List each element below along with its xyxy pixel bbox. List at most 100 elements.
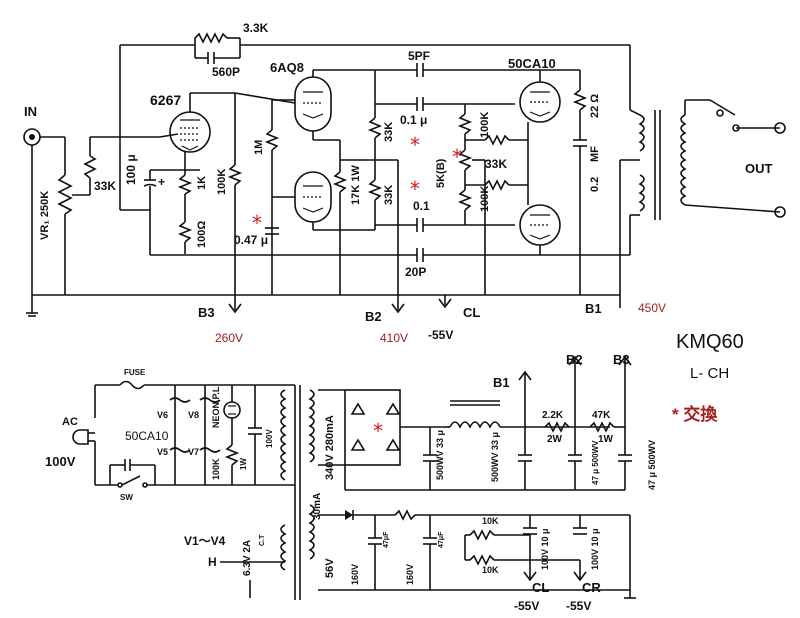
- resistor-2w-label: 2W: [547, 434, 563, 445]
- cap-10u-b-label: 100V 10 μ: [590, 528, 600, 570]
- resistor-33k-plate-b: [367, 179, 383, 201]
- cap-047u-label: 0.47 μ: [234, 233, 268, 247]
- pot-10k-b: [469, 554, 495, 566]
- cap-160v-a-label: 160V: [350, 564, 360, 585]
- resistor-2-2k: [544, 421, 570, 433]
- cap-5pf-label: 5PF: [408, 49, 430, 63]
- cap-560p-label: 560P: [212, 65, 240, 79]
- cap-47uf-b-label: 47μF: [438, 531, 445, 548]
- output-terminal-hot: [774, 122, 786, 134]
- tube-6267: [169, 111, 211, 153]
- resistor-1m-label: 1M: [253, 140, 265, 155]
- ac-label: AC: [62, 416, 78, 428]
- resistor-3-3k-label: 3.3K: [243, 21, 269, 35]
- resistor-33k-plate-a: [367, 117, 383, 139]
- supply-b2-label: B2: [365, 309, 382, 324]
- legend-exchange: * 交換: [672, 404, 718, 424]
- pot-10k-a-label: 10K: [482, 516, 499, 526]
- resistor-100k-v1-label: 100K: [216, 169, 228, 195]
- voltage-260v: 260V: [215, 331, 243, 345]
- resistor-100k-grid-a: [457, 113, 473, 135]
- power-transformer: [280, 385, 315, 600]
- fuse: [119, 380, 145, 390]
- svg-text:*: *: [373, 419, 383, 443]
- resistor-1k-label: 1K: [196, 176, 208, 190]
- resistor-17k-1w: [332, 171, 348, 193]
- cap-01u-upper-label: 0.1 μ: [400, 113, 427, 127]
- resistor-33k-a-label: 33K: [383, 122, 395, 142]
- cap-33u-a-label: 500WV 33 μ: [435, 430, 445, 480]
- voltage-410v: 410V: [380, 331, 408, 345]
- resistor-33k-input-label: 33K: [94, 179, 116, 193]
- cap-20p-label: 20P: [405, 265, 426, 279]
- cap-100u-label: 100 μ: [124, 154, 138, 185]
- heater-v8-label: V8: [188, 410, 199, 420]
- cap-160v-b-label: 160V: [405, 564, 415, 585]
- pot-10k-a: [469, 529, 495, 541]
- neon-lamp-icon: [223, 401, 241, 419]
- svg-text:*: *: [410, 177, 420, 201]
- resistor-100k-neon: [224, 444, 240, 466]
- resistor-47k: [589, 421, 615, 433]
- power-switch: [121, 475, 141, 486]
- ac-plug: [72, 429, 95, 445]
- cap-47uf-a-label: 47μF: [383, 531, 390, 548]
- svg-text:+: +: [158, 175, 165, 189]
- resistor-1w-47k-label: 1W: [598, 434, 614, 445]
- cap-47u-a-label: 47 μ 500WV: [591, 440, 600, 485]
- psu-cr-label: CR: [582, 580, 601, 595]
- resistor-100k-a-label: 100K: [479, 112, 491, 138]
- voltage-450v: 450V: [638, 301, 666, 315]
- resistor-2-2k-label: 2.2K: [542, 410, 564, 421]
- resistor-1m: [264, 129, 280, 151]
- heater-v6-label: V6: [157, 410, 168, 420]
- resistor-100ohm: [177, 221, 193, 243]
- resistor-22ohm: [572, 89, 588, 111]
- psu-b2-label: B2: [566, 352, 583, 367]
- pot-10k-b-label: 10K: [482, 565, 499, 575]
- model-title: KMQ60: [676, 331, 744, 353]
- tube-6267-label: 6267: [150, 92, 181, 108]
- voltage-minus55v: -55V: [428, 328, 453, 342]
- cap-02-label: 0.2: [589, 177, 601, 192]
- resistor-33k-input: [83, 155, 97, 179]
- cap-01u-lower-label: 0.1: [413, 199, 430, 213]
- resistor-100ohm-label: 100Ω: [196, 221, 208, 248]
- pot-volume: [57, 174, 73, 215]
- supply-b3-label: B3: [198, 305, 215, 320]
- svg-text:*: *: [252, 211, 262, 235]
- tube-50ca10-label: 50CA10: [508, 56, 556, 71]
- resistor-33k-b-label: 33K: [383, 185, 395, 205]
- secondary-340v-label: 340V 280mA: [324, 415, 336, 480]
- bias-diode: [345, 510, 353, 520]
- ac-voltage-label: 100V: [45, 454, 76, 469]
- resistor-47k-label: 47K: [592, 410, 611, 421]
- neon-label: NEON P.L: [211, 386, 221, 428]
- resistor-100k-neon-label: 100K: [211, 458, 221, 480]
- input-label: IN: [24, 104, 37, 119]
- psu-cl-label: CL: [532, 580, 549, 595]
- resistor-33k-bias-b: [484, 179, 510, 191]
- output-terminal-ground: [774, 206, 786, 218]
- heater-v7-label: V7: [188, 447, 199, 457]
- resistor-17k-label: 17K 1W: [350, 165, 362, 205]
- supply-b1-label: B1: [585, 301, 602, 316]
- output-label: OUT: [745, 161, 773, 176]
- heater-winding-label: V1～V4: [184, 534, 226, 548]
- psu-cl-voltage: -55V: [514, 599, 539, 613]
- input-jack: [23, 128, 41, 146]
- heater-h-label: H: [208, 555, 217, 569]
- cap-10u-a-label: 100V 10 μ: [540, 528, 550, 570]
- psu-cr-voltage: -55V: [566, 599, 591, 613]
- supply-cl-label: CL: [463, 305, 480, 320]
- pot-5k-label: 5K(B): [435, 158, 447, 188]
- output-transformer: [638, 110, 687, 220]
- resistor-22ohm-label: 22 Ω: [589, 94, 601, 118]
- psu-b1-label: B1: [493, 375, 510, 390]
- tube-50ca10-upper: [519, 81, 561, 123]
- resistor-100k-v1-plate: [227, 164, 243, 186]
- psu-tube-label: 50CA10: [125, 429, 169, 443]
- svg-text:*: *: [410, 133, 420, 157]
- cap-mf-label: MF: [589, 146, 601, 162]
